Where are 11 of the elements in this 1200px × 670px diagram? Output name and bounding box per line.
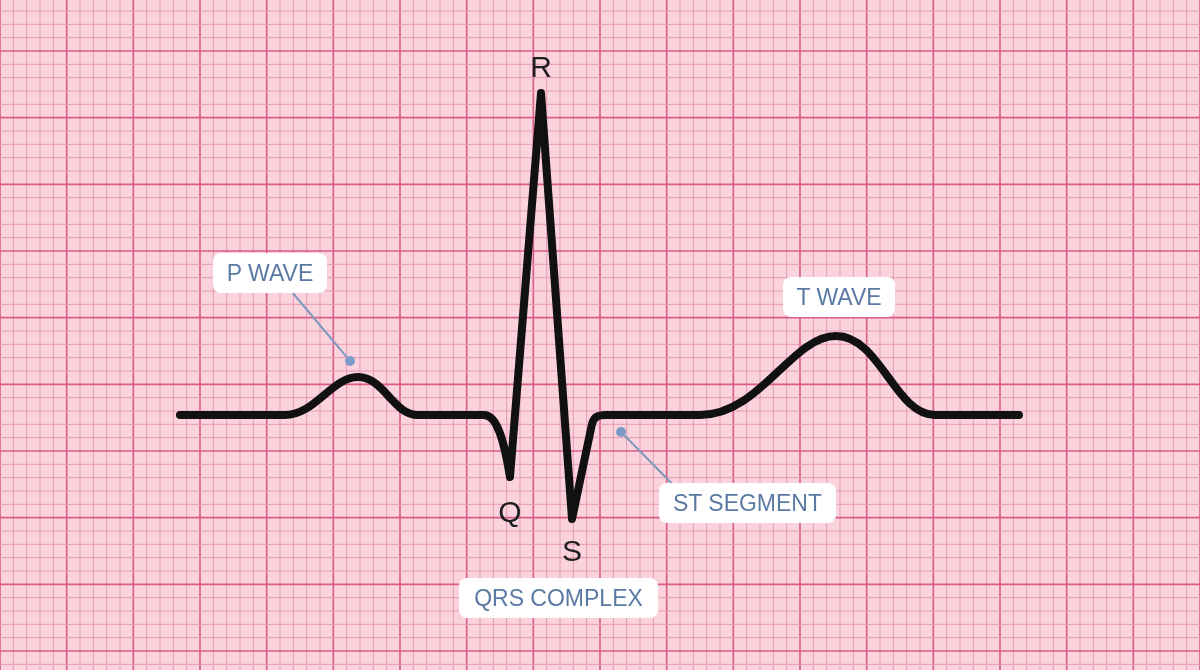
leader-dot	[345, 356, 355, 366]
annotation-label: ST SEGMENT	[659, 483, 836, 523]
annotation-label: P WAVE	[213, 253, 327, 293]
annotation-label: QRS COMPLEX	[459, 578, 658, 618]
peak-letter: Q	[498, 497, 522, 527]
peak-letter: S	[562, 536, 582, 566]
leader-line	[623, 434, 673, 484]
peak-letter: R	[530, 52, 552, 82]
leader-dot	[616, 427, 626, 437]
annotation-label: T WAVE	[783, 277, 895, 317]
leader-line	[291, 292, 348, 359]
